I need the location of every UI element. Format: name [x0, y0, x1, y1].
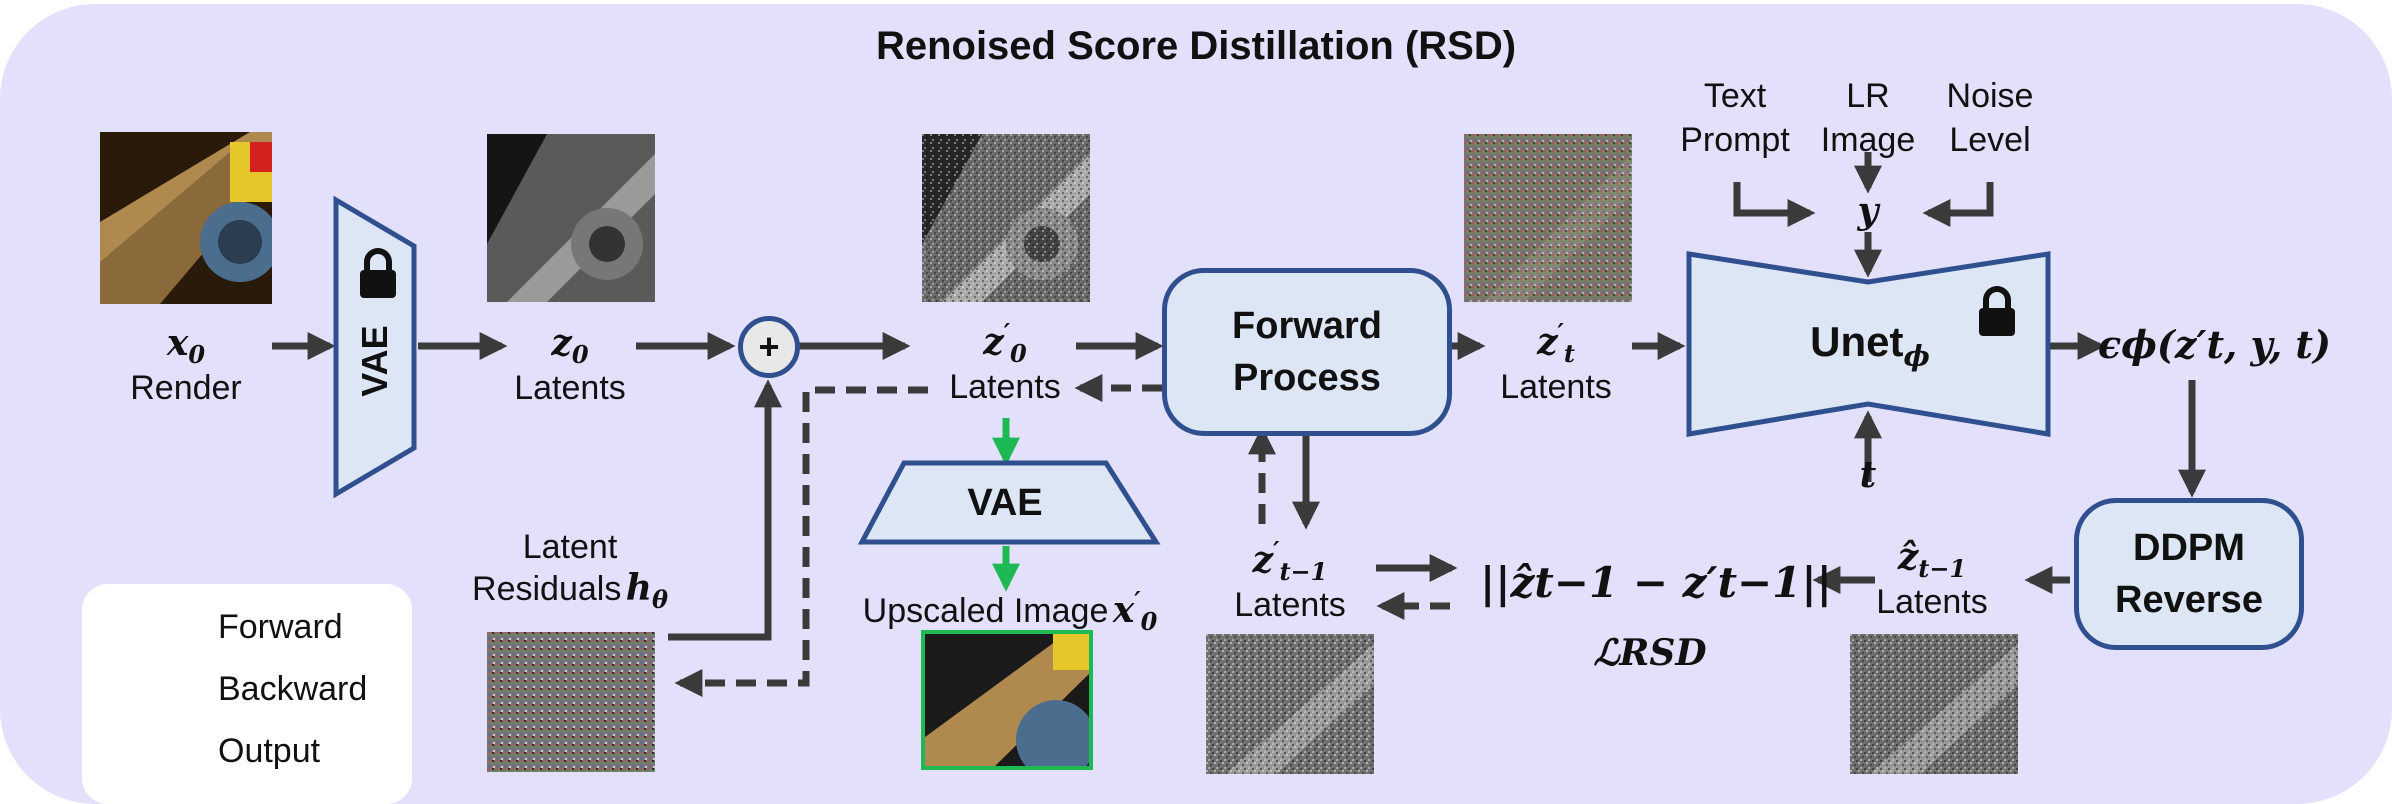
vae-decoder-shape: [857, 460, 1161, 545]
zhat-node: ẑt−1 Latents: [1842, 536, 2022, 622]
zt-prime-node: z′t Latents: [1466, 318, 1646, 407]
ztm1p-symbol: z: [1252, 539, 1274, 581]
lock-icon: [1979, 286, 2015, 336]
ztp-symbol: z: [1537, 321, 1558, 363]
unet-name: Unet: [1810, 318, 1904, 365]
upscaled-label: Upscaled Image: [862, 592, 1109, 630]
upscaled-sub: 0: [1140, 607, 1158, 637]
upscaled-symbol: x: [1112, 589, 1135, 631]
residuals-symbol: h: [625, 567, 652, 609]
y-symbol: y: [1857, 190, 1879, 232]
residuals-sub: θ: [651, 585, 668, 615]
x0-label: Render: [130, 369, 242, 408]
zhat-symbol: ẑ: [1897, 536, 1919, 578]
text-prompt-line2: Prompt: [1680, 121, 1790, 159]
ztp-sub: t: [1563, 339, 1575, 369]
residuals-line1: Latent: [522, 528, 618, 566]
zhat-sub: t−1: [1918, 554, 1967, 584]
vae-encoder-label: VAE: [354, 325, 395, 397]
upscaled-sup: ′: [1134, 586, 1141, 615]
z0p-symbol: z: [983, 321, 1004, 363]
ddpm-reverse-line1: DDPM: [2133, 527, 2245, 569]
ztp-label: Latents: [1500, 368, 1612, 407]
z0p-label: Latents: [949, 368, 1061, 407]
lr-image-label: LR Image: [1808, 74, 1928, 162]
latent-z0-thumbnail: [487, 134, 655, 302]
latent-residuals-node: Latent Residuals hθ: [440, 528, 700, 614]
diagram-title: Renoised Score Distillation (RSD): [875, 24, 1517, 68]
noise-level-line1: Noise: [1946, 77, 2034, 115]
unet-output-expression: ϵϕ(z′t, y, t): [2098, 322, 2331, 367]
x0-sub: 0: [188, 340, 206, 370]
x0-node: x0 Render: [100, 322, 272, 408]
vae-decoder-label: VAE: [967, 482, 1043, 524]
zhat-label: Latents: [1876, 583, 1988, 622]
upscaled-image-node: Upscaled Image x′0: [840, 586, 1180, 636]
z0p-sup: ′: [1003, 318, 1011, 347]
loss-expression: ||ẑt−1 − z′t−1||: [1480, 558, 1832, 607]
z0p-sub: 0: [1010, 339, 1027, 369]
latent-z0-noisy-thumbnail: [922, 134, 1090, 302]
latent-zt-1-thumbnail: [1206, 634, 1374, 774]
latent-zhat-thumbnail: [1850, 634, 2018, 774]
legend-output-label: Output: [218, 732, 321, 770]
ddpm-reverse-box: DDPM Reverse: [2074, 498, 2304, 650]
z0-prime-node: z′0 Latents: [915, 318, 1095, 407]
legend-backward-label: Backward: [218, 670, 368, 708]
latent-residuals-thumbnail: [487, 632, 655, 772]
loss-name: ℒRSD: [1593, 632, 1707, 674]
lr-image-line2: Image: [1820, 121, 1916, 159]
ztm1p-label: Latents: [1234, 586, 1346, 625]
z0-node: z0 Latents: [480, 322, 660, 408]
legend-forward-label: Forward: [218, 608, 343, 646]
ztm1p-sub: t−1: [1279, 557, 1328, 587]
latent-zt-thumbnail: [1464, 134, 1632, 302]
forward-process-line2: Process: [1233, 357, 1381, 399]
add-circle: +: [738, 316, 800, 378]
unet-shape: [1686, 251, 2051, 437]
z0-label: Latents: [514, 369, 626, 408]
noise-level-line2: Level: [1949, 121, 2031, 159]
text-prompt-line1: Text: [1703, 77, 1767, 115]
t-symbol: t: [1859, 454, 1877, 496]
ztm1p-sup: ′: [1273, 536, 1280, 565]
lr-image-line1: LR: [1846, 77, 1890, 115]
lock-icon: [360, 248, 396, 298]
z0-symbol: z: [551, 322, 572, 364]
zt-1-prime-node: z′t−1 Latents: [1200, 536, 1380, 625]
z0-sub: 0: [571, 340, 589, 370]
render-thumbnail: [100, 132, 272, 304]
x0-symbol: x: [166, 322, 189, 364]
unet-label: Unetϕ: [1770, 318, 1970, 372]
upscaled-image-thumbnail: [921, 630, 1093, 770]
connection-arrows: [118, 152, 2206, 761]
ddpm-reverse-line2: Reverse: [2115, 579, 2263, 621]
unet-sub: ϕ: [1903, 339, 1930, 373]
residuals-line2: Residuals: [472, 570, 622, 608]
forward-process-line1: Forward: [1232, 305, 1382, 347]
ztp-sup: ′: [1557, 318, 1564, 347]
